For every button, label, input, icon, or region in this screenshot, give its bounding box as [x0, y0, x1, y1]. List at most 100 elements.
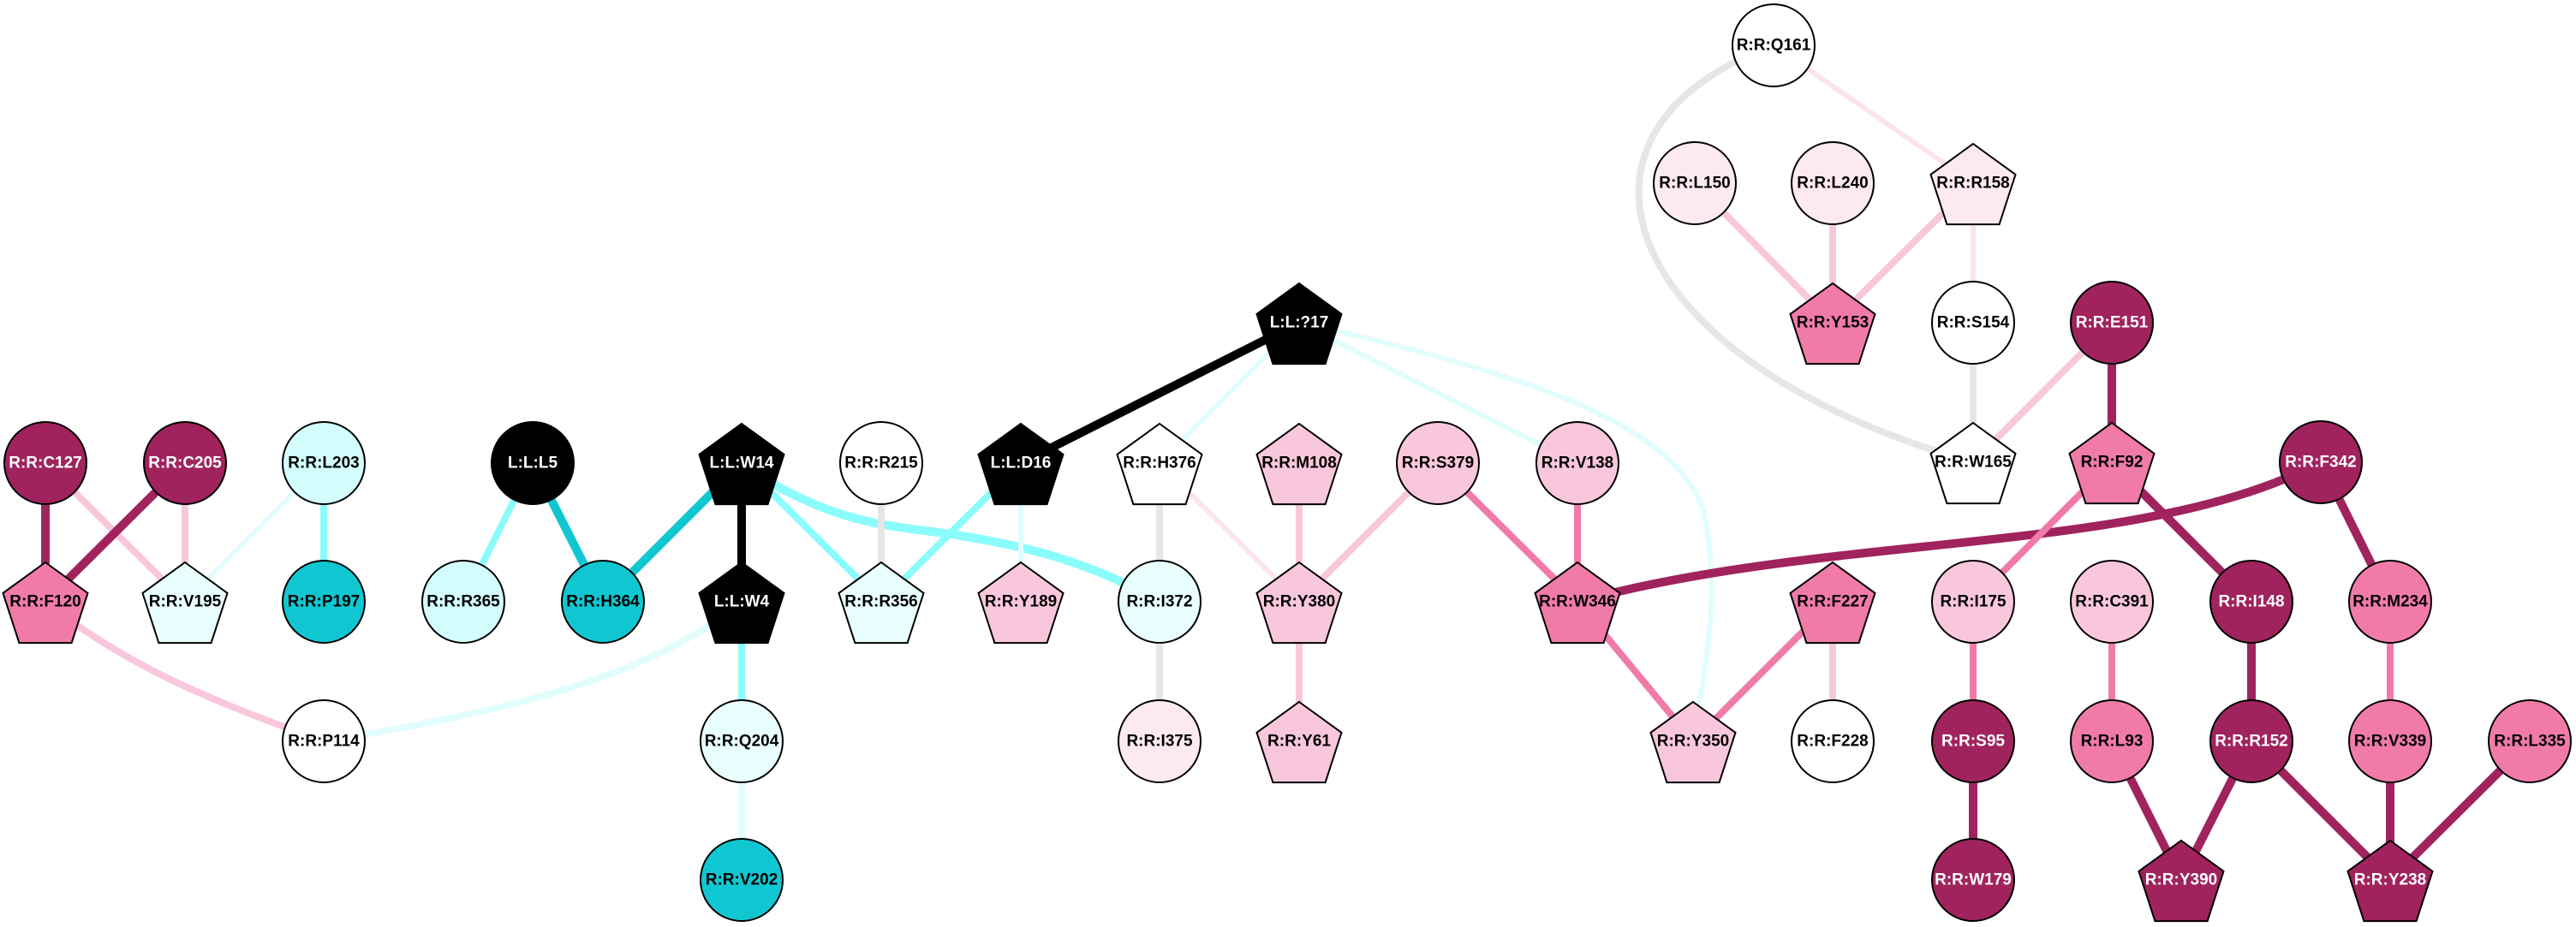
node-llw14[interactable]: L:L:W14	[698, 422, 785, 506]
node-label: R:R:W179	[1935, 871, 2012, 889]
node-rry350[interactable]: R:R:Y350	[1649, 700, 1737, 784]
node-lld16[interactable]: L:L:D16	[977, 422, 1064, 506]
node-label: R:R:I148	[2218, 593, 2284, 611]
node-rrq204[interactable]: R:R:Q204	[700, 699, 784, 783]
circle-node-shape	[561, 560, 645, 644]
node-rrf92[interactable]: R:R:F92	[2068, 421, 2156, 505]
circle-node-shape	[2070, 560, 2154, 644]
node-label: R:R:M234	[2352, 593, 2428, 611]
pentagon-node-shape	[1255, 700, 1343, 784]
circle-node-shape	[1118, 560, 1202, 644]
node-rrf342[interactable]: R:R:F342	[2279, 420, 2363, 504]
node-rrw346[interactable]: R:R:W346	[1534, 561, 1621, 645]
node-rrc205[interactable]: R:R:C205	[143, 421, 227, 505]
circle-node-shape	[700, 699, 784, 783]
circle-node-shape	[1931, 281, 2015, 365]
node-label: R:R:R356	[844, 593, 918, 611]
node-rrr356[interactable]: R:R:R356	[838, 561, 925, 645]
node-rrv195[interactable]: R:R:V195	[141, 561, 229, 645]
pentagon-node-shape	[977, 561, 1064, 645]
node-llw4[interactable]: L:L:W4	[698, 561, 785, 645]
circle-node-shape	[282, 699, 366, 783]
node-rrr152[interactable]: R:R:R152	[2209, 699, 2293, 783]
pentagon-node-shape	[1789, 282, 1876, 365]
node-rrc127[interactable]: R:R:C127	[3, 421, 87, 505]
node-rry390[interactable]: R:R:Y390	[2138, 839, 2225, 923]
pentagon-node-shape	[2138, 839, 2225, 923]
node-label: R:R:V339	[2354, 733, 2426, 751]
node-rrs379[interactable]: R:R:S379	[1396, 421, 1480, 505]
node-rrs95[interactable]: R:R:S95	[1931, 699, 2015, 783]
edge-RRF120-RRP114	[43, 598, 325, 745]
node-rrl203[interactable]: R:R:L203	[282, 421, 366, 505]
node-rrr365[interactable]: R:R:R365	[421, 560, 505, 644]
node-rrp114[interactable]: R:R:P114	[282, 699, 366, 783]
node-lll5[interactable]: L:L:L5	[491, 421, 575, 505]
node-rrr158[interactable]: R:R:R158	[1929, 142, 2017, 226]
node-rrv138[interactable]: R:R:V138	[1535, 421, 1619, 505]
node-rre151[interactable]: R:R:E151	[2070, 281, 2154, 365]
node-label: R:R:S379	[1402, 455, 1474, 472]
node-rrp197[interactable]: R:R:P197	[282, 560, 366, 644]
node-label: L:L:L5	[508, 455, 558, 472]
node-rrs154[interactable]: R:R:S154	[1931, 281, 2015, 365]
node-label: R:R:Y153	[1797, 314, 1869, 332]
node-label: R:R:R365	[426, 593, 500, 611]
node-rrw165[interactable]: R:R:W165	[1929, 421, 2017, 505]
node-rrm108[interactable]: R:R:M108	[1255, 422, 1343, 506]
pentagon-node-shape	[1649, 700, 1737, 784]
node-rri372[interactable]: R:R:I372	[1118, 560, 1202, 644]
node-rri148[interactable]: R:R:I148	[2209, 560, 2293, 644]
circle-node-shape	[3, 421, 87, 505]
node-rrl150[interactable]: R:R:L150	[1653, 141, 1737, 225]
node-label: R:R:Q161	[1737, 37, 1811, 55]
node-rri375[interactable]: R:R:I375	[1118, 699, 1202, 783]
node-rrl93[interactable]: R:R:L93	[2070, 699, 2154, 783]
node-rry238[interactable]: R:R:Y238	[2346, 839, 2434, 923]
node-rry380[interactable]: R:R:Y380	[1255, 561, 1343, 645]
pentagon-node-shape	[1929, 421, 2017, 505]
node-rrm234[interactable]: R:R:M234	[2348, 560, 2432, 644]
node-rrh364[interactable]: R:R:H364	[561, 560, 645, 644]
circle-node-shape	[700, 838, 784, 922]
pentagon-node-shape	[2, 561, 89, 645]
node-ll17[interactable]: L:L:?17	[1255, 282, 1343, 365]
node-rri175[interactable]: R:R:I175	[1931, 560, 2015, 644]
edge-LLW4-RRP114	[323, 598, 744, 745]
node-label: R:R:L93	[2081, 733, 2144, 751]
node-label: R:R:Y189	[985, 593, 1057, 611]
node-label: R:R:R215	[844, 455, 918, 472]
node-rrf120[interactable]: R:R:F120	[2, 561, 89, 645]
node-label: R:R:H376	[1123, 455, 1196, 472]
pentagon-node-shape	[698, 422, 785, 506]
circle-node-shape	[421, 560, 505, 644]
node-rrf228[interactable]: R:R:F228	[1791, 699, 1875, 783]
circle-node-shape	[1931, 699, 2015, 783]
node-label: R:R:F120	[9, 593, 80, 611]
node-rrl335[interactable]: R:R:L335	[2488, 699, 2572, 783]
circle-node-shape	[2348, 699, 2432, 783]
node-rrh376[interactable]: R:R:H376	[1116, 422, 1203, 506]
node-label: R:R:Y350	[1657, 733, 1729, 751]
node-rrq161[interactable]: R:R:Q161	[1732, 3, 1816, 87]
node-rrr215[interactable]: R:R:R215	[839, 421, 923, 505]
node-rrc391[interactable]: R:R:C391	[2070, 560, 2154, 644]
node-rry189[interactable]: R:R:Y189	[977, 561, 1064, 645]
node-rry153[interactable]: R:R:Y153	[1789, 282, 1876, 365]
node-label: L:L:W14	[710, 455, 774, 472]
node-rrl240[interactable]: R:R:L240	[1791, 141, 1875, 225]
node-rrw179[interactable]: R:R:W179	[1931, 838, 2015, 922]
node-rrf227[interactable]: R:R:F227	[1789, 561, 1876, 645]
node-label: R:R:C205	[148, 455, 222, 472]
node-rrv202[interactable]: R:R:V202	[700, 838, 784, 922]
node-rrv339[interactable]: R:R:V339	[2348, 699, 2432, 783]
circle-node-shape	[282, 560, 366, 644]
node-label: R:R:Q204	[705, 733, 779, 751]
circle-node-shape	[2348, 560, 2432, 644]
pentagon-node-shape	[2068, 421, 2156, 505]
circle-node-shape	[2209, 699, 2293, 783]
node-label: R:R:Y390	[2145, 871, 2217, 889]
node-label: R:R:C127	[9, 455, 82, 472]
node-rry61[interactable]: R:R:Y61	[1255, 700, 1343, 784]
